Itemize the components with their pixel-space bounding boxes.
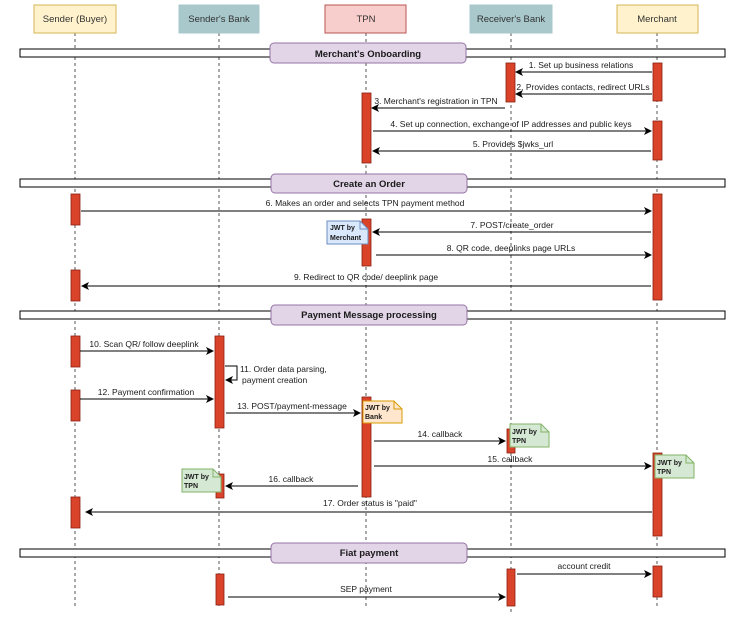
message-label: 17. Order status is "paid" xyxy=(323,498,417,508)
message-label: 7. POST/create_order xyxy=(470,220,553,230)
message-8[interactable]: 8. QR code, deeplinks page URLs xyxy=(376,243,652,259)
activation-bar xyxy=(70,335,81,368)
section-title: Merchant's Onboarding xyxy=(315,49,421,60)
lifelines xyxy=(74,33,658,614)
message-label: 15. callback xyxy=(488,454,534,464)
message-17[interactable]: 17. Order status is "paid" xyxy=(85,498,652,516)
message-label: account credit xyxy=(558,561,612,571)
activation-bar xyxy=(652,62,663,102)
message-label: 3. Merchant's registration in TPN xyxy=(374,96,497,106)
message-label: 12. Payment confirmation xyxy=(98,387,195,397)
message-6[interactable]: 6. Makes an order and selects TPN paymen… xyxy=(81,198,652,215)
note-line-1: JWT by xyxy=(184,474,209,481)
activation-bar xyxy=(652,565,663,598)
message-12[interactable]: 12. Payment confirmation xyxy=(80,387,214,403)
message-label: 16. callback xyxy=(269,474,315,484)
note-line-1: JWT by xyxy=(330,225,355,232)
message-4[interactable]: 4. Set up connection, exchange of IP add… xyxy=(373,119,652,135)
message-1[interactable]: 1. Set up business relations xyxy=(515,60,652,76)
message-account-credit[interactable]: account credit xyxy=(517,561,652,578)
message-label: 8. QR code, deeplinks page URLs xyxy=(447,243,576,253)
message-16[interactable]: 16. callback xyxy=(225,474,358,490)
note-jwt-by-merchant[interactable]: JWT by Merchant xyxy=(326,220,369,245)
activation-bar xyxy=(506,568,516,607)
participant-merchant[interactable]: Merchant xyxy=(616,4,699,34)
activation-bar xyxy=(70,193,81,226)
note-line-2: TPN xyxy=(657,469,671,476)
note-jwt-by-tpn-merchant[interactable]: JWT by TPN xyxy=(654,454,695,479)
activation-bar xyxy=(214,335,225,429)
note-line-2: TPN xyxy=(184,483,198,490)
message-label: 2. Provides contacts, redirect URLs xyxy=(516,82,649,92)
note-line-1: JWT by xyxy=(512,429,537,436)
note-jwt-by-tpn-receivers-bank[interactable]: JWT by TPN xyxy=(509,423,550,448)
note-line-2: Bank xyxy=(365,414,382,421)
message-label: 5. Provides $jwks_url xyxy=(473,139,553,149)
activation-bar xyxy=(652,120,663,161)
section-title: Fiat payment xyxy=(340,548,399,559)
participant-buyer[interactable]: Sender (Buyer) xyxy=(33,4,117,34)
participant-senders-bank[interactable]: Sender's Bank xyxy=(178,4,260,34)
participant-label: Sender's Bank xyxy=(188,14,250,25)
activation-bar xyxy=(70,389,81,422)
message-label: 13. POST/payment-message xyxy=(237,401,347,411)
activation-bar xyxy=(215,573,225,606)
message-label: 10. Scan QR/ follow deeplink xyxy=(89,339,199,349)
activation-bar xyxy=(70,269,81,302)
note-line-1: JWT by xyxy=(365,405,390,412)
activation-bar xyxy=(652,193,663,301)
activation-bar xyxy=(361,92,372,164)
note-line-1: JWT by xyxy=(657,460,682,467)
note-jwt-by-tpn-senders-bank[interactable]: JWT by TPN xyxy=(181,468,222,493)
message-5[interactable]: 5. Provides $jwks_url xyxy=(372,139,651,155)
section-payment-message-processing: Payment Message processing xyxy=(19,304,726,326)
message-label: 1. Set up business relations xyxy=(529,60,633,70)
message-label: 14. callback xyxy=(418,429,464,439)
participant-label: Sender (Buyer) xyxy=(43,14,107,25)
message-sep-payment[interactable]: SEP payment xyxy=(228,584,506,601)
section-fiat-payment: Fiat payment xyxy=(19,542,726,564)
activation-bar xyxy=(361,396,372,498)
participant-receivers-bank[interactable]: Receiver's Bank xyxy=(469,4,553,34)
message-label: 9. Redirect to QR code/ deeplink page xyxy=(294,272,438,282)
activation-bar xyxy=(70,496,81,529)
message-label-line-1: 11. Order data parsing, xyxy=(240,364,327,374)
activation-bar xyxy=(505,62,516,103)
participant-label: TPN xyxy=(357,14,376,25)
message-10[interactable]: 10. Scan QR/ follow deeplink xyxy=(80,339,214,355)
note-jwt-by-bank[interactable]: JWT by Bank xyxy=(362,400,403,424)
activation-bar xyxy=(652,452,663,537)
section-title: Create an Order xyxy=(333,179,405,190)
note-line-2: Merchant xyxy=(330,235,362,242)
message-3[interactable]: 3. Merchant's registration in TPN xyxy=(371,96,505,112)
message-label-line-2: payment creation xyxy=(242,375,307,385)
note-line-2: TPN xyxy=(512,438,526,445)
section-title: Payment Message processing xyxy=(301,310,437,321)
participant-label: Receiver's Bank xyxy=(477,14,546,25)
participant-tpn[interactable]: TPN xyxy=(324,4,407,34)
message-2[interactable]: 2. Provides contacts, redirect URLs xyxy=(515,82,652,98)
message-15[interactable]: 15. callback xyxy=(374,454,652,470)
message-label: 6. Makes an order and selects TPN paymen… xyxy=(266,198,465,208)
section-create-an-order: Create an Order xyxy=(19,173,726,194)
message-label: 4. Set up connection, exchange of IP add… xyxy=(390,119,631,129)
message-11-self[interactable]: 11. Order data parsing, payment creation xyxy=(225,364,327,385)
message-7[interactable]: 7. POST/create_order xyxy=(372,220,651,236)
message-13[interactable]: 13. POST/payment-message xyxy=(226,401,361,417)
section-merchants-onboarding: Merchant's Onboarding xyxy=(19,42,726,64)
message-14[interactable]: 14. callback xyxy=(374,429,506,445)
participant-label: Merchant xyxy=(637,14,677,25)
message-label: SEP payment xyxy=(340,584,392,594)
message-9[interactable]: 9. Redirect to QR code/ deeplink page xyxy=(81,272,651,290)
